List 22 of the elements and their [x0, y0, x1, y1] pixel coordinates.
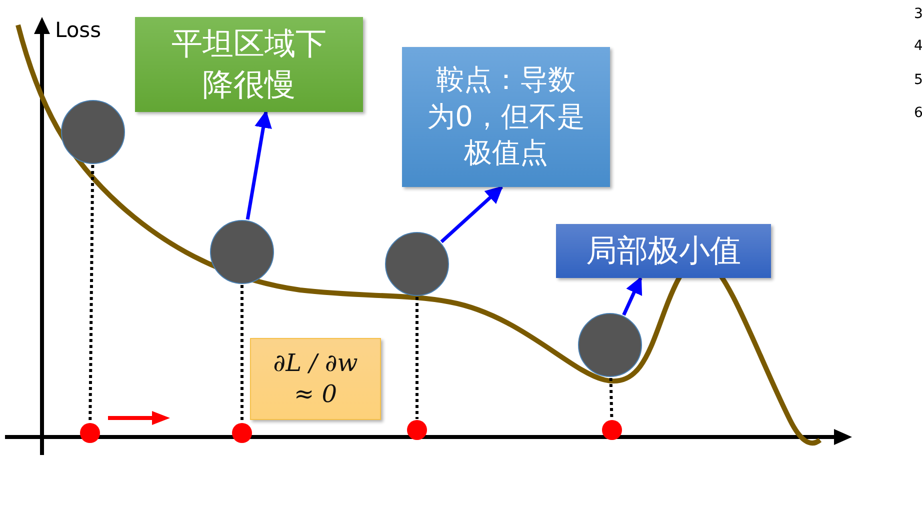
callout-box: 鞍点：导数为0，但不是极值点 [402, 47, 610, 187]
page-number: 4 [914, 38, 922, 54]
leader-arrow [246, 110, 272, 220]
point-marker [80, 423, 100, 443]
page-number: 3 [914, 6, 922, 22]
ball [578, 313, 642, 377]
formula-box: ∂L / ∂w ≈ 0 [250, 338, 381, 420]
leader-arrow [440, 186, 504, 244]
point-marker [232, 423, 252, 443]
callout-box: 局部极小值 [556, 224, 771, 278]
drop-line [416, 297, 418, 419]
callout-box: 平坦区域下降很慢 [135, 17, 363, 112]
point-marker [602, 420, 622, 440]
leader-arrow [622, 276, 642, 316]
axis-label: Loss [55, 18, 102, 42]
point-marker [407, 420, 427, 440]
page-number: 6 [914, 105, 922, 121]
ball [385, 232, 449, 296]
page-number: 5 [914, 72, 922, 88]
drop-line [609, 378, 614, 420]
drop-line [240, 285, 244, 422]
drop-line [88, 164, 94, 422]
